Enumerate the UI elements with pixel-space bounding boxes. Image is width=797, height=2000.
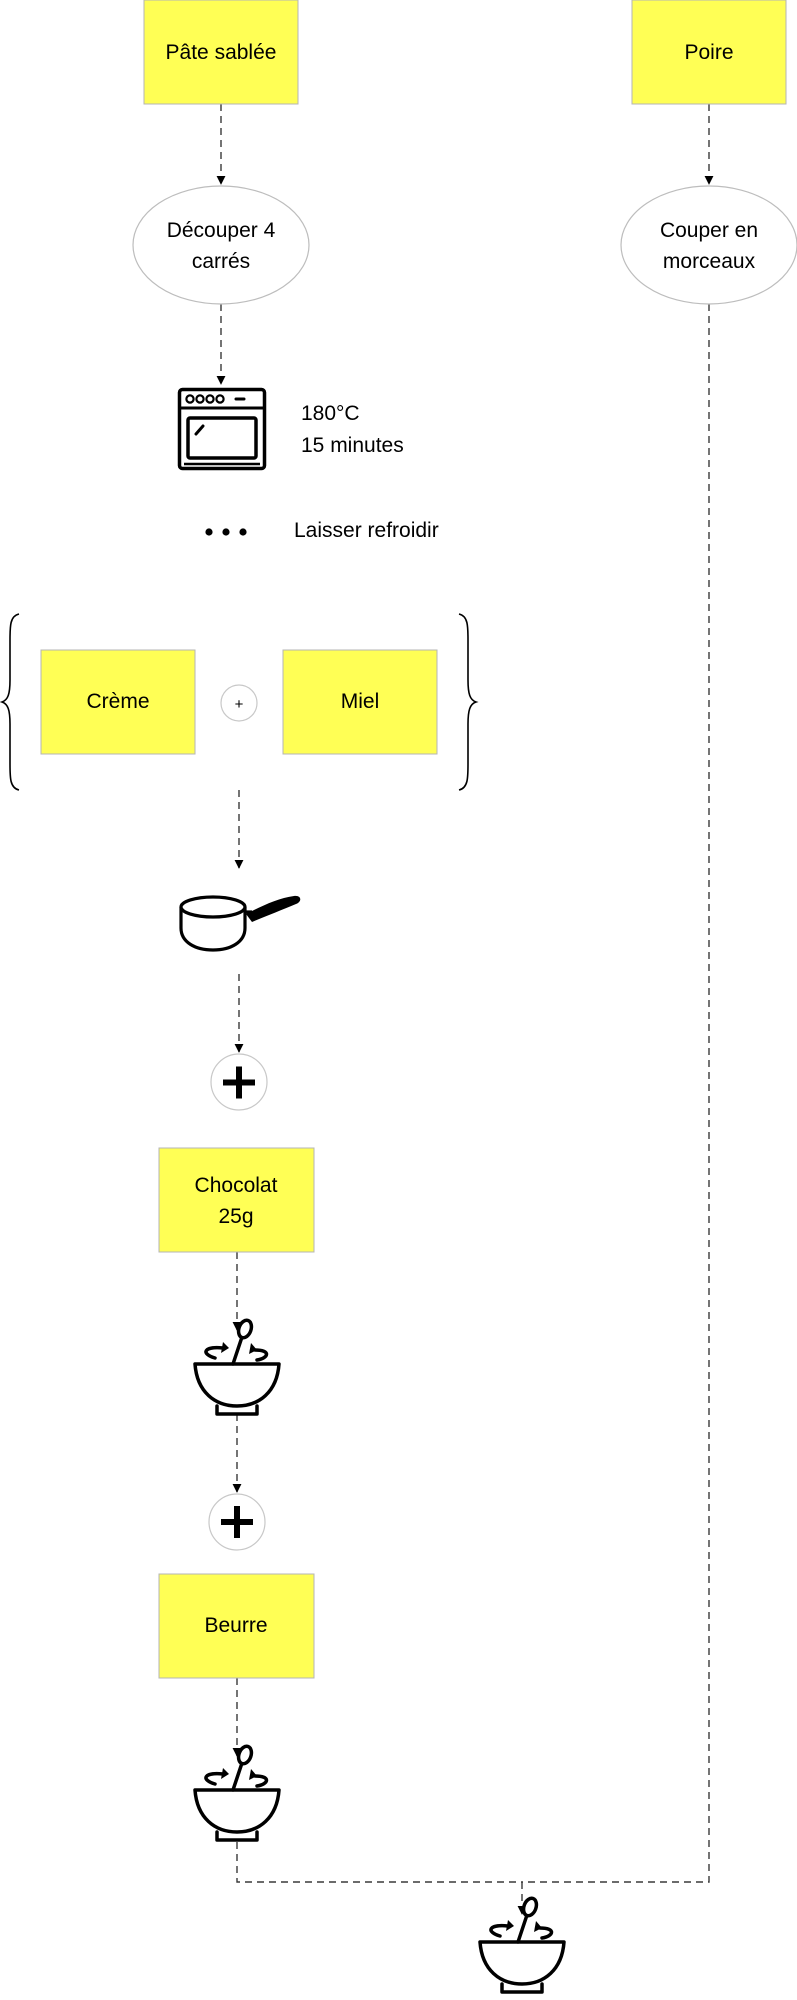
plus-icon	[210, 1053, 268, 1111]
plus-icon	[208, 1493, 266, 1551]
node-chocolat: Chocolat 25g	[158, 1147, 315, 1253]
node-chocolat-line1: Chocolat	[195, 1174, 278, 1197]
right-brace	[458, 613, 479, 791]
node-beurre: Beurre	[158, 1573, 315, 1679]
node-creme: Crème	[40, 649, 196, 755]
node-poire: Poire	[631, 0, 787, 105]
node-poire-label: Poire	[684, 41, 733, 64]
left-brace	[0, 613, 20, 791]
plus-icon-small: +	[220, 684, 258, 722]
node-pate-sablee: Pâte sablée	[143, 0, 299, 105]
oven-temperature: 180°C	[301, 402, 360, 425]
cooling-step-label: Laisser refroidir	[294, 519, 439, 542]
node-creme-label: Crème	[86, 690, 149, 713]
oven-duration: 15 minutes	[301, 434, 404, 457]
ellipsis-icon	[205, 528, 247, 536]
plus-small-label: +	[235, 696, 244, 713]
node-beurre-label: Beurre	[204, 1614, 267, 1637]
node-chocolat-line2: 25g	[218, 1205, 253, 1228]
node-miel: Miel	[282, 649, 438, 755]
node-couper-line1: Couper en	[660, 219, 758, 242]
mixing-bowl-icon	[193, 1316, 281, 1416]
oven-icon	[177, 387, 267, 471]
node-couper-line2: morceaux	[663, 250, 756, 273]
node-decouper-line1: Découper 4	[167, 219, 276, 242]
node-decouper: Découper 4 carrés	[132, 185, 310, 305]
edge-left-merge	[236, 1842, 522, 1883]
node-couper: Couper en morceaux	[620, 185, 797, 305]
mixing-bowl-icon-final	[478, 1894, 566, 1994]
node-decouper-line2: carrés	[192, 250, 250, 273]
edge-poire-merge	[522, 304, 710, 1883]
saucepan-icon	[179, 895, 301, 952]
node-miel-label: Miel	[341, 690, 380, 713]
node-pate-sablee-label: Pâte sablée	[166, 41, 277, 64]
mixing-bowl-icon	[193, 1742, 281, 1842]
